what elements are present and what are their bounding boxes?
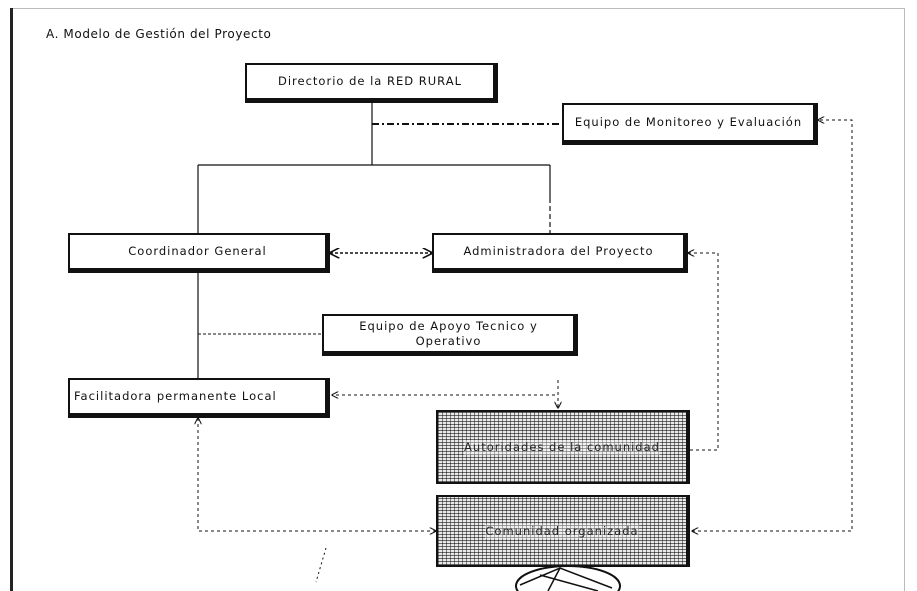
node-facilitadora-label: Facilitadora permanente Local bbox=[74, 389, 277, 403]
node-apoyo: Equipo de Apoyo Tecnico y Operativo bbox=[322, 314, 578, 356]
node-administradora: Administradora del Proyecto bbox=[432, 233, 688, 273]
arrow-autoridades-facilitadora bbox=[332, 380, 559, 395]
node-monitoreo: Equipo de Monitoreo y Evaluación bbox=[562, 103, 818, 145]
page-left-border bbox=[10, 8, 13, 591]
node-autoridades: Autoridades de la comunidad bbox=[436, 410, 690, 484]
node-comunidad: Comunidad organizada bbox=[436, 495, 690, 567]
node-directorio: Directorio de la RED RURAL bbox=[245, 63, 498, 103]
stray-mark bbox=[315, 547, 327, 583]
node-administradora-label: Administradora del Proyecto bbox=[463, 244, 654, 258]
node-apoyo-label: Equipo de Apoyo Tecnico y Operativo bbox=[359, 318, 538, 348]
node-monitoreo-label: Equipo de Monitoreo y Evaluación bbox=[574, 115, 803, 129]
node-comunidad-label: Comunidad organizada bbox=[485, 523, 639, 539]
arrow-autoridades-administradora bbox=[688, 253, 719, 451]
network-graphic bbox=[515, 565, 621, 591]
network-graphic-lines bbox=[519, 567, 613, 591]
diagram-title: A. Modelo de Gestión del Proyecto bbox=[46, 27, 272, 41]
node-facilitadora: Facilitadora permanente Local bbox=[68, 378, 330, 418]
node-coordinador-label: Coordinador General bbox=[128, 244, 267, 258]
arrow-comunidad-monitoreo bbox=[692, 120, 853, 531]
node-autoridades-label: Autoridades de la comunidad bbox=[464, 439, 660, 455]
arrow-facilitadora-comunidad bbox=[198, 418, 436, 531]
node-coordinador: Coordinador General bbox=[68, 233, 330, 273]
node-directorio-label: Directorio de la RED RURAL bbox=[278, 74, 462, 88]
